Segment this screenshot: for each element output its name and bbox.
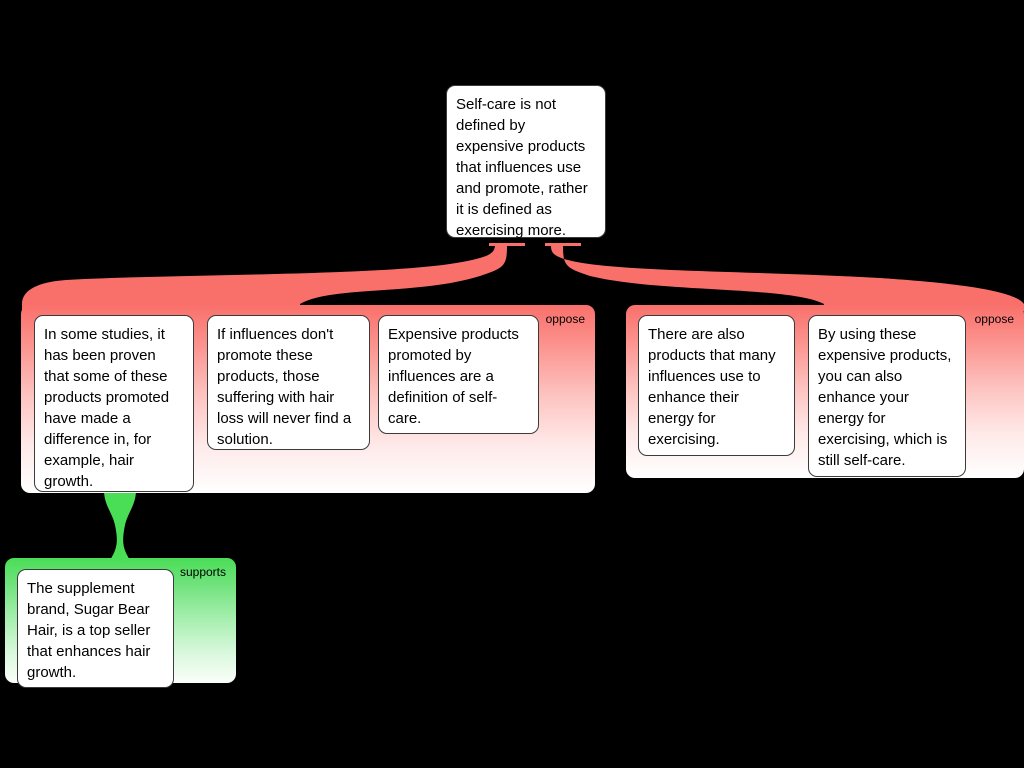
reason-card-oppose-left-3[interactable]: Expensive products promoted by influence… — [378, 315, 539, 434]
connector-card-to-supports — [104, 490, 136, 560]
root-claim-card[interactable]: Self-care is not defined by expensive pr… — [446, 85, 606, 239]
group-relation-label-oppose-left: oppose — [545, 312, 585, 326]
reason-card-oppose-right-1[interactable]: There are also products that many influe… — [638, 315, 795, 456]
reason-card-supports-1[interactable]: The supplement brand, Sugar Bear Hair, i… — [17, 569, 174, 688]
reason-card-oppose-right-2[interactable]: By using these expensive products, you c… — [808, 315, 966, 477]
connector-root-to-oppose-left — [22, 246, 507, 311]
group-relation-label-oppose-right: oppose — [974, 312, 1014, 326]
connector-stub-right — [545, 243, 581, 246]
connector-stub-left — [489, 243, 525, 246]
group-relation-label-supports: supports — [179, 565, 226, 579]
connector-root-to-oppose-right — [551, 246, 1024, 311]
reason-card-oppose-left-1[interactable]: In some studies, it has been proven that… — [34, 315, 194, 492]
reason-card-oppose-left-2[interactable]: If influences don't promote these produc… — [207, 315, 370, 450]
